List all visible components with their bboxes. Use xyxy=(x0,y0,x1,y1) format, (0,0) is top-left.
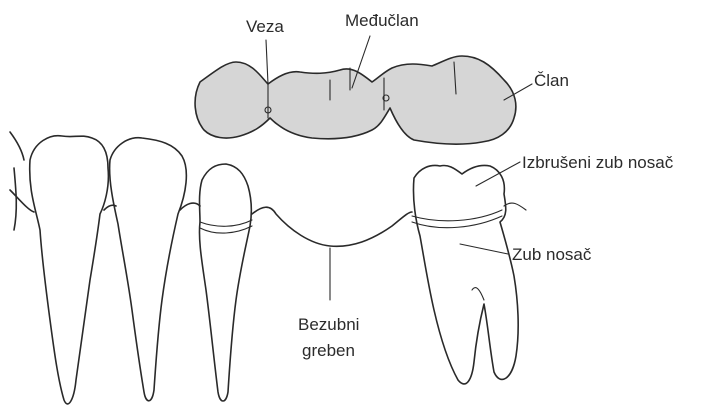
label-greben: greben xyxy=(302,341,355,360)
gum-right xyxy=(504,203,526,210)
bridge-prosthesis xyxy=(195,56,516,144)
molar-second xyxy=(110,138,187,401)
premolar-margin-inner xyxy=(200,220,252,226)
root-inner xyxy=(472,288,484,300)
tooth-partial-left xyxy=(10,132,24,230)
molar-left xyxy=(30,136,109,404)
label-veza: Veza xyxy=(246,17,284,36)
label-clan: Član xyxy=(534,71,569,90)
label-izbruseni: Izbrušeni zub nosač xyxy=(522,153,674,172)
abutment-margin xyxy=(412,216,502,228)
edentulous-ridge xyxy=(10,190,412,246)
label-bezubni: Bezubni xyxy=(298,315,359,334)
label-zub-nosac: Zub nosač xyxy=(512,245,592,264)
abutment-tooth xyxy=(413,165,518,383)
premolar-margin xyxy=(200,226,252,233)
premolar-prepared xyxy=(199,164,251,401)
abutment-margin-inner xyxy=(412,210,502,221)
leader-veza xyxy=(266,40,268,84)
label-meduclan: Međučlan xyxy=(345,11,419,30)
leader-zub-nosac xyxy=(460,244,508,254)
